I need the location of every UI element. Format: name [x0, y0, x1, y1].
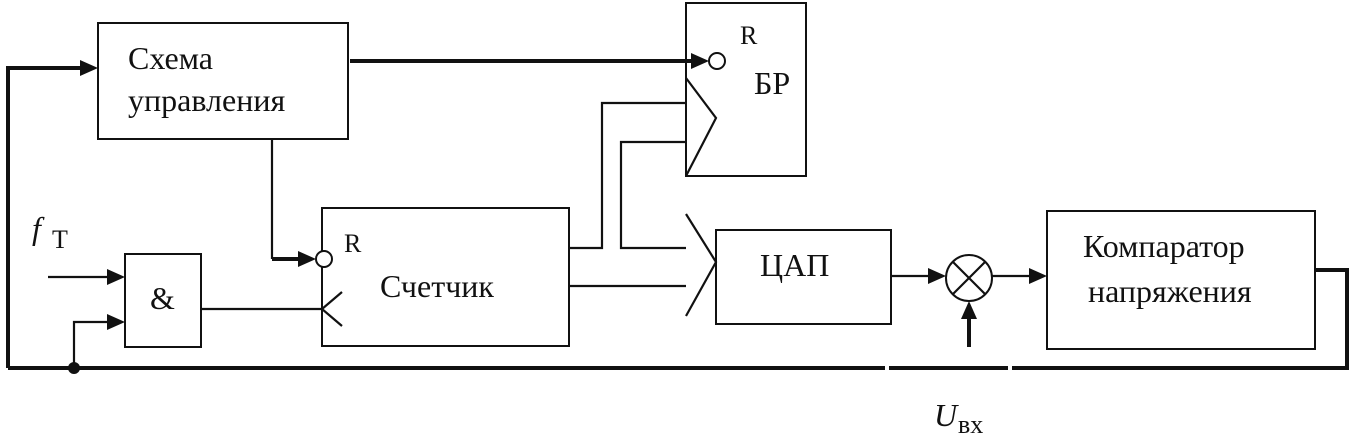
register-reset-inverter — [708, 52, 726, 70]
dac-bus-input — [685, 213, 718, 317]
comparator-output — [1012, 268, 1349, 370]
comparator-label-line2: напряжения — [1088, 273, 1252, 309]
counter-reset-inverter — [315, 250, 333, 268]
dac-label: ЦАП — [760, 247, 829, 283]
arrowhead — [107, 269, 125, 285]
feedback-to-control — [6, 66, 82, 368]
register-label: БР — [754, 65, 790, 101]
vin-subscript: вх — [958, 410, 983, 439]
summing-junction — [945, 254, 993, 302]
clock-symbol: f — [32, 210, 45, 246]
dac-block: ЦАП — [715, 229, 892, 325]
and-gate-block: & — [124, 253, 202, 348]
control-label-line1: Схема — [128, 40, 213, 76]
arrowhead — [107, 314, 125, 330]
arrowhead — [1029, 268, 1047, 284]
counter-reset-mark: R — [344, 229, 362, 258]
arrowhead — [691, 53, 709, 69]
control-block: Схема управления — [97, 22, 349, 140]
counter-label: Счетчик — [380, 268, 494, 304]
arrowhead — [298, 251, 316, 267]
register-block: БР R — [685, 2, 807, 177]
clock-input-label: f Т — [32, 210, 68, 254]
counter-to-register-bus — [569, 101, 686, 250]
register-reset-mark: R — [740, 21, 758, 50]
vin-input-label: U вх — [934, 397, 983, 439]
counter-block: Счетчик R — [315, 207, 570, 347]
dac-to-register-branch — [619, 140, 686, 250]
arrowhead — [80, 60, 98, 76]
comparator-block: Компаратор напряжения — [1046, 210, 1316, 350]
feedback-to-and — [72, 320, 110, 368]
vin-symbol: U — [934, 397, 959, 433]
arrowhead — [928, 268, 946, 284]
comparator-label-line1: Компаратор — [1083, 228, 1245, 264]
arrowhead — [961, 301, 977, 319]
control-label-line2: управления — [128, 82, 285, 118]
clock-subscript: Т — [52, 225, 68, 254]
and-gate-label: & — [150, 280, 175, 316]
